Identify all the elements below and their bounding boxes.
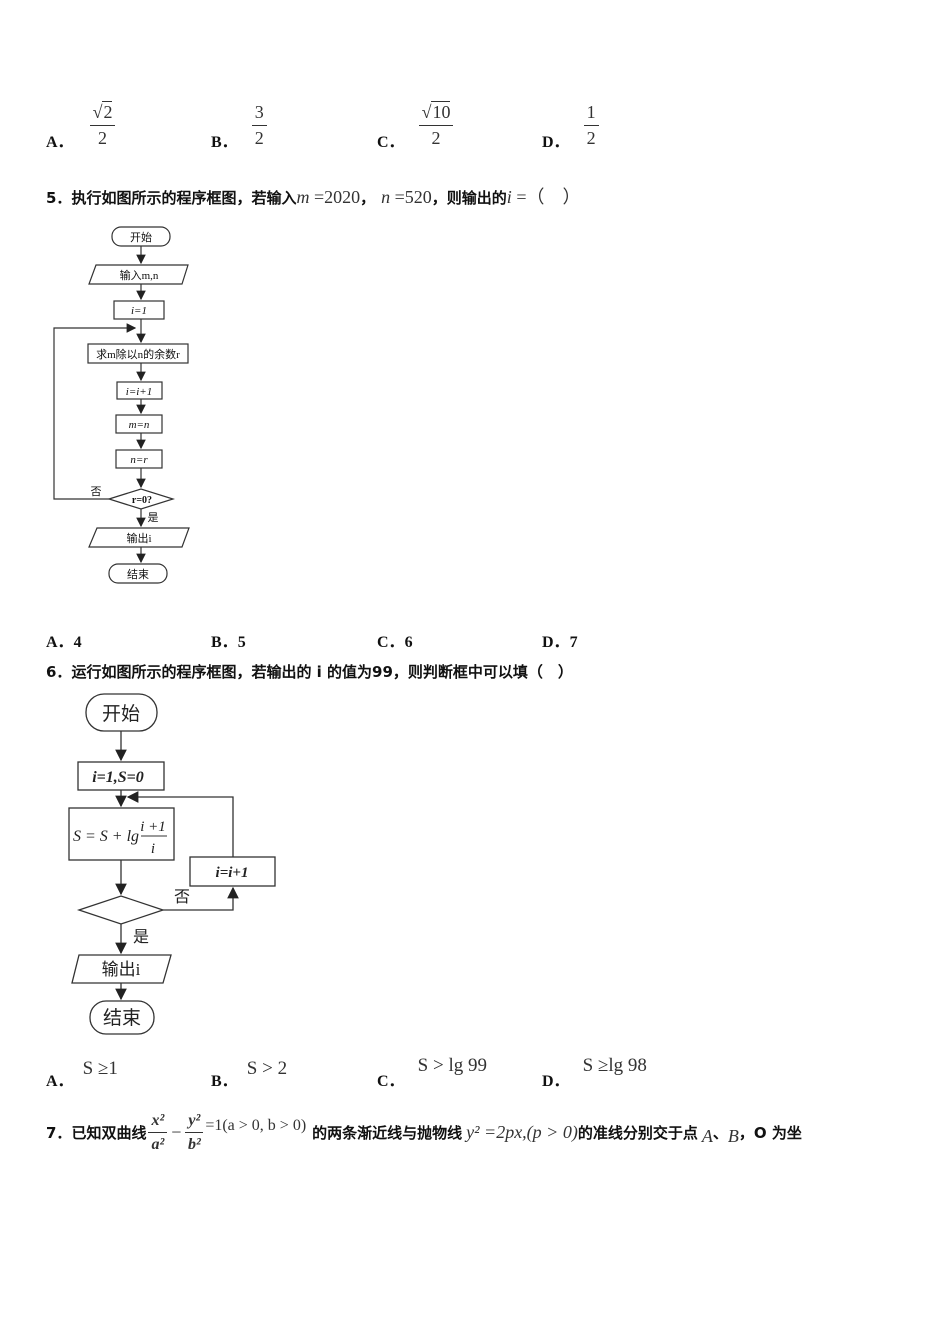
- start-label: 开始: [130, 230, 152, 244]
- start-label: 开始: [102, 703, 140, 725]
- q5-stem: 5．执行如图所示的程序框图，若输入m =2020，n =520，则输出的i =（…: [46, 187, 581, 207]
- end-label: 结束: [127, 568, 149, 581]
- input-label: 输入m,n: [120, 268, 159, 282]
- fraction-x-over-a: x² a²: [148, 1112, 168, 1153]
- output-label: 输出i: [126, 531, 151, 545]
- input-box: [88, 264, 189, 285]
- q5-flowchart: 开始 输入m,n i=1 求m除以n的余数r i=i+1 m=n n=r r=0…: [53, 226, 190, 584]
- option-letter: B．: [211, 134, 238, 151]
- assign-m-label: m=n: [129, 419, 150, 431]
- q6-option-b: B． S > 2: [211, 1058, 288, 1090]
- update-lhs: S = S + lg: [73, 828, 139, 845]
- output-box: [71, 954, 172, 984]
- end-terminal: [108, 563, 168, 584]
- q5-option-a: A．4: [46, 634, 82, 651]
- fraction: 3 2: [251, 102, 267, 149]
- q5-option-c: C．6: [377, 634, 413, 651]
- output-label: 输出i: [102, 960, 141, 979]
- q5-option-b: B．5: [211, 634, 246, 651]
- increment-label: i=i+1: [126, 386, 152, 398]
- assign-m-box: [115, 414, 163, 434]
- decision-diamond: [106, 488, 176, 510]
- q6-option-a: A． S ≥1: [46, 1058, 118, 1090]
- fraction: 1 2: [583, 102, 599, 149]
- fraction: √2 2: [89, 101, 116, 149]
- q6-option-c: C． S > lg 99: [377, 1055, 487, 1090]
- yes-label: 是: [148, 511, 159, 524]
- increment-box: [116, 381, 163, 400]
- option-letter: D．: [542, 134, 570, 151]
- update-denominator: i: [151, 841, 155, 857]
- q5-option-d: D．7: [542, 634, 578, 651]
- decision-diamond: [76, 895, 166, 925]
- q6-option-d: D． S ≥lg 98: [542, 1055, 647, 1090]
- option-letter: A．: [46, 134, 74, 151]
- q4-option-a: A． √2 2: [46, 100, 116, 152]
- q6-flowchart: 开始 i=1,S=0 S = S + lg i +1 i i=i+1 否 是 输…: [68, 693, 276, 1035]
- end-label: 结束: [103, 1007, 141, 1029]
- yes-label: 是: [133, 929, 149, 946]
- q4-option-c: C． √10 2: [377, 100, 454, 152]
- q4-option-d: D． 1 2: [542, 100, 599, 152]
- fraction-y-over-b: y² b²: [185, 1112, 204, 1153]
- init-box: [113, 300, 165, 320]
- update-numerator: i +1: [140, 819, 166, 835]
- q6-stem: 6．运行如图所示的程序框图，若输出的 i 的值为99，则判断框中可以填（ ）: [46, 663, 573, 681]
- no-label: 否: [91, 486, 102, 498]
- fraction: √10 2: [418, 101, 454, 149]
- option-letter: C．: [377, 134, 405, 151]
- remainder-label: 求m除以n的余数r: [96, 347, 180, 361]
- init-label: i=1: [131, 305, 147, 317]
- no-label: 否: [174, 889, 190, 906]
- q7-stem: 7． 已知双曲线 x² a² − y² b² =1(a > 0, b > 0) …: [46, 1112, 802, 1153]
- decision-label: r=0?: [132, 495, 152, 506]
- end-terminal: [89, 1000, 155, 1035]
- assign-n-label: n=r: [130, 454, 148, 466]
- q4-option-b: B． 3 2: [211, 100, 267, 152]
- increment-label: i=i+1: [216, 865, 249, 881]
- remainder-box: [87, 343, 189, 364]
- init-label: i=1,S=0: [92, 769, 144, 786]
- output-box: [88, 527, 190, 548]
- assign-n-box: [115, 449, 163, 469]
